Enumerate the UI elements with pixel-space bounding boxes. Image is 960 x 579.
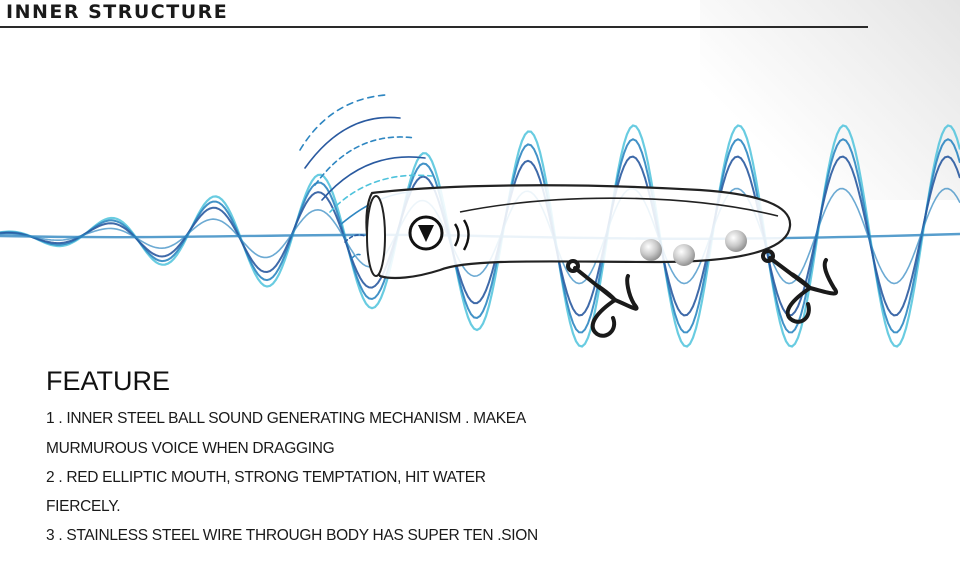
gill-mark	[462, 219, 470, 251]
steel-ball	[725, 230, 747, 252]
inner-structure-illustration	[0, 94, 960, 348]
treble-hook-rear	[761, 249, 838, 324]
feature-line-1: 1 . INNER STEEL BALL SOUND GENERATING ME…	[46, 410, 526, 427]
header-divider	[0, 26, 868, 28]
feature-line-3: 2 . RED ELLIPTIC MOUTH, STRONG TEMPTATIO…	[46, 469, 486, 486]
sound-waves	[0, 124, 960, 348]
feature-line-5: 3 . STAINLESS STEEL WIRE THROUGH BODY HA…	[46, 527, 538, 544]
steel-ball	[673, 244, 695, 266]
feature-heading: FEATURE	[46, 366, 171, 396]
feature-line-4: FIERCELY.	[46, 498, 121, 515]
steel-ball	[640, 239, 662, 261]
lure-mouth	[366, 195, 386, 277]
steel-balls	[640, 230, 747, 266]
sound-wave-1	[0, 124, 960, 348]
sound-wave-3	[0, 155, 960, 317]
lure-back-line	[459, 197, 779, 217]
eye-pupil-icon	[418, 225, 434, 242]
sound-wave-4	[0, 187, 960, 285]
section-title: INNER STRUCTURE	[6, 1, 229, 23]
sound-wave-2	[0, 138, 960, 334]
gill-mark	[453, 223, 460, 247]
feature-line-2: MURMUROUS VOICE WHEN DRAGGING	[46, 440, 335, 457]
treble-hook-front	[566, 259, 639, 338]
